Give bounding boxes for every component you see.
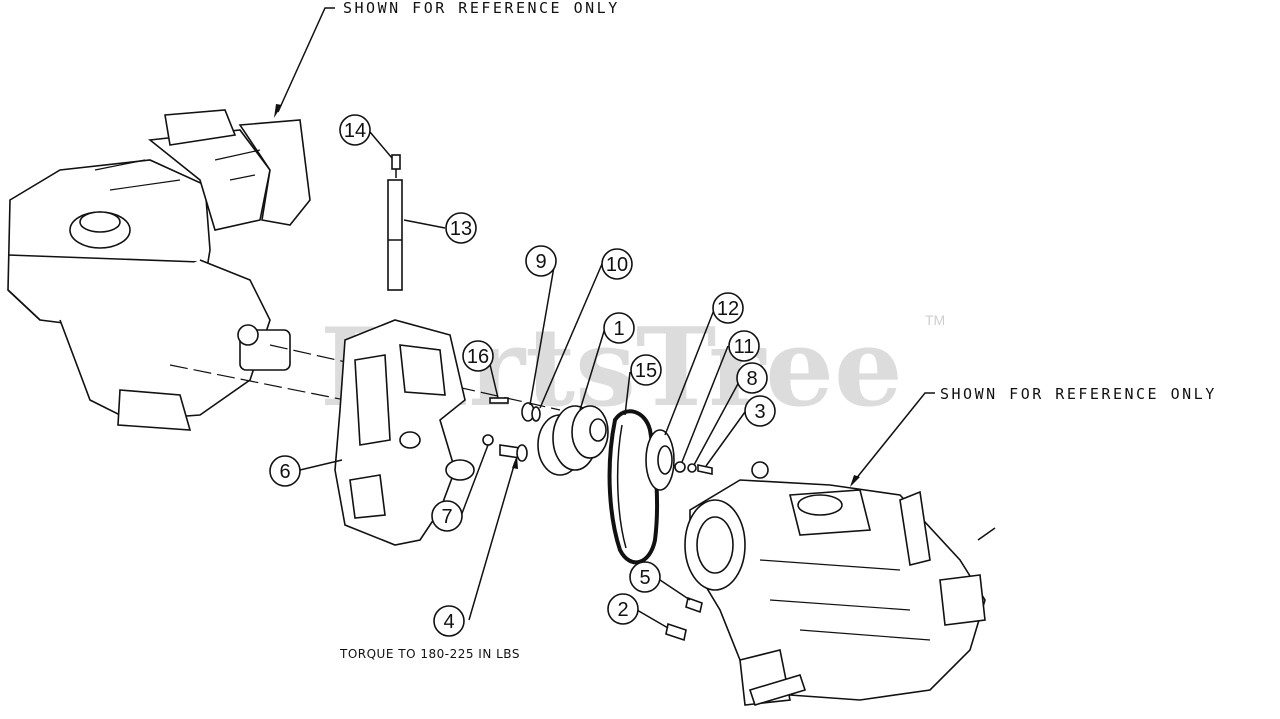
part-6-bracket bbox=[334, 319, 475, 546]
callout-13: 13 bbox=[445, 212, 477, 244]
callout-2: 2 bbox=[607, 593, 639, 625]
watermark-trademark: TM bbox=[925, 312, 945, 328]
part-4-bolt bbox=[499, 444, 528, 462]
callout-16: 16 bbox=[462, 340, 494, 372]
part-5-bolt bbox=[685, 596, 703, 614]
svg-text:1: 1 bbox=[613, 318, 624, 340]
part-10-lockwasher bbox=[531, 406, 541, 422]
part-2-bolt bbox=[665, 622, 687, 642]
callout-3: 3 bbox=[744, 395, 776, 427]
svg-text:8: 8 bbox=[746, 368, 757, 390]
callout-14: 14 bbox=[339, 114, 371, 146]
callout-10: 10 bbox=[601, 248, 633, 280]
transmission-reference bbox=[684, 461, 996, 706]
svg-text:10: 10 bbox=[606, 254, 628, 276]
callout-12: 12 bbox=[712, 292, 744, 324]
svg-text:2: 2 bbox=[617, 599, 628, 621]
part-8-lockwasher bbox=[687, 463, 697, 473]
svg-text:3: 3 bbox=[754, 401, 765, 423]
part-15-belt bbox=[607, 409, 660, 565]
svg-text:7: 7 bbox=[441, 506, 452, 528]
svg-text:15: 15 bbox=[635, 360, 657, 382]
part-11-washer bbox=[674, 461, 686, 473]
callout-7: 7 bbox=[431, 500, 463, 532]
svg-text:16: 16 bbox=[467, 346, 489, 368]
callout-1: 1 bbox=[603, 312, 635, 344]
svg-text:9: 9 bbox=[535, 251, 546, 273]
note-torque: TORQUE TO 180-225 IN LBS bbox=[339, 647, 520, 661]
svg-text:14: 14 bbox=[344, 120, 366, 142]
svg-text:6: 6 bbox=[279, 461, 290, 483]
callout-15: 15 bbox=[630, 354, 662, 386]
callout-4: 4 bbox=[433, 605, 465, 637]
svg-text:13: 13 bbox=[450, 218, 472, 240]
svg-text:11: 11 bbox=[734, 336, 755, 358]
svg-text:4: 4 bbox=[443, 611, 454, 633]
callout-8: 8 bbox=[736, 362, 768, 394]
callout-6: 6 bbox=[269, 455, 301, 487]
svg-text:12: 12 bbox=[717, 298, 739, 320]
engine-reference bbox=[7, 109, 311, 431]
part-7-nut bbox=[482, 434, 494, 446]
callout-11: 11 bbox=[728, 330, 760, 362]
part-14-screw bbox=[391, 154, 401, 178]
part-12-sprocket bbox=[645, 429, 675, 491]
note-reference-right: SHOWN FOR REFERENCE ONLY bbox=[940, 385, 1217, 403]
callout-9: 9 bbox=[525, 245, 557, 277]
part-16-key bbox=[489, 397, 509, 404]
svg-text:5: 5 bbox=[639, 567, 650, 589]
note-reference-top: SHOWN FOR REFERENCE ONLY bbox=[343, 0, 620, 17]
part-1-pulley bbox=[537, 405, 609, 476]
callout-5: 5 bbox=[629, 561, 661, 593]
part-13-key bbox=[387, 179, 403, 291]
part-3-bolt bbox=[697, 464, 713, 475]
